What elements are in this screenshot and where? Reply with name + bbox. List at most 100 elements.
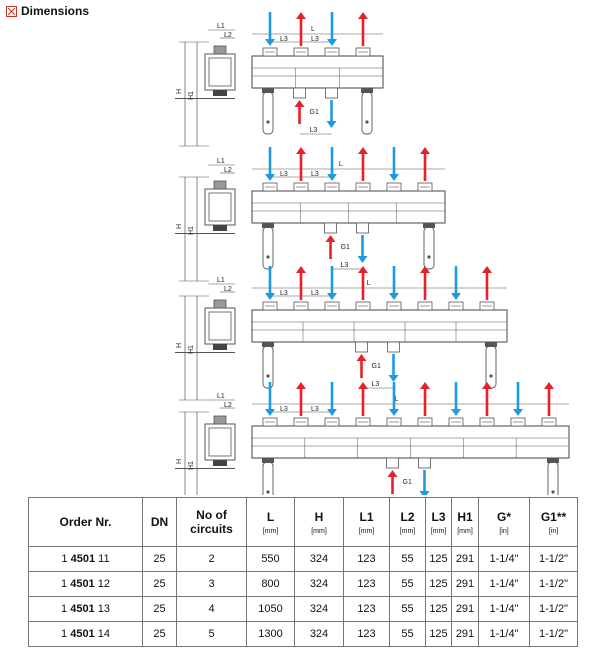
arrow-head (389, 174, 399, 181)
column-header: No of circuits (176, 497, 247, 547)
l2-label: L2 (224, 32, 232, 39)
table-cell: 291 (451, 546, 479, 572)
column-label: L2 (400, 509, 415, 524)
table-cell: 125 (425, 596, 452, 622)
column-header: G*[in] (478, 497, 530, 547)
l1-label: L1 (217, 158, 225, 165)
column-label: No of circuits (190, 508, 233, 536)
arrow-head (356, 354, 367, 361)
arrow-head (419, 491, 430, 495)
arrow-head (327, 409, 337, 416)
l3-bottom-label: L3 (310, 127, 318, 134)
bracket-hole (551, 490, 555, 494)
l-label: L (339, 161, 343, 168)
h-label: H (176, 343, 183, 348)
order-suffix: 12 (94, 578, 110, 590)
side-view-nipple (213, 180, 227, 190)
bottom-connection (387, 341, 400, 353)
order-suffix: 13 (94, 603, 110, 615)
bracket-clamp (262, 223, 274, 228)
column-header: L2[mm] (389, 497, 426, 547)
table-cell: 125 (425, 621, 452, 647)
side-view-body (204, 53, 236, 91)
column-label: G* (496, 509, 511, 524)
arrow-head (358, 382, 368, 389)
arrow-head (265, 39, 275, 46)
l3-label: L3 (311, 171, 319, 178)
column-label: G1** (540, 509, 567, 524)
g1-label: G1 (403, 479, 412, 486)
h-label: H (176, 89, 183, 94)
return-arrow-icon (327, 12, 337, 46)
arrow-head (358, 266, 368, 273)
side-view-bracket (213, 344, 227, 350)
l-label: L (395, 396, 399, 403)
order-number-cell: 1 4501 11 (28, 546, 143, 572)
bottom-connection (356, 222, 369, 234)
column-unit: [in] (548, 527, 559, 535)
side-view-bracket (213, 460, 227, 466)
column-label: L3 (431, 509, 446, 524)
supply-arrow-icon (544, 382, 554, 416)
supply-arrow-icon (358, 147, 368, 181)
table-cell: 4 (176, 596, 247, 622)
order-prefix: 1 (61, 553, 71, 565)
section-title: Dimensions (21, 4, 90, 18)
arrow-head (294, 100, 305, 107)
manifold-body (251, 309, 508, 343)
column-unit: [mm] (311, 527, 327, 535)
l3-label: L3 (311, 290, 319, 297)
return-arrow-icon (265, 12, 275, 46)
l2-label: L2 (224, 402, 232, 409)
table-cell: 2 (176, 546, 247, 572)
arrow-head (265, 293, 275, 300)
table-cell: 1-1/2" (529, 596, 578, 622)
bracket-clamp (262, 458, 274, 463)
order-series: 4501 (70, 628, 95, 640)
bracket-clamp (485, 342, 497, 347)
bracket-clamp (361, 88, 373, 93)
bracket-clamp (547, 458, 559, 463)
arrow-head (420, 147, 430, 154)
column-unit: [mm] (457, 527, 473, 535)
bottom-connection (324, 222, 337, 234)
wall-bracket (262, 91, 274, 135)
l2-label: L2 (224, 167, 232, 174)
supply-arrow-icon (358, 12, 368, 46)
return-arrow-icon (389, 382, 399, 416)
column-label: DN (150, 515, 169, 529)
table-cell: 1-1/4" (478, 621, 530, 647)
wall-bracket (547, 461, 559, 495)
table-cell: 123 (343, 596, 390, 622)
h-label: H (176, 224, 183, 229)
g1-label: G1 (310, 109, 319, 116)
supply-arrow-icon (296, 12, 306, 46)
order-prefix: 1 (61, 628, 71, 640)
return-arrow-icon (327, 382, 337, 416)
drawing-2-circuits (175, 29, 384, 147)
order-number-cell: 1 4501 14 (28, 621, 143, 647)
side-view-inner (208, 311, 232, 341)
wall-bracket (423, 226, 435, 270)
wall-line (175, 352, 235, 353)
arrow-head (482, 382, 492, 389)
order-suffix: 11 (95, 553, 110, 565)
column-header: L3[mm] (425, 497, 452, 547)
side-view-nipple (213, 415, 227, 425)
side-view-body (204, 423, 236, 461)
table-cell: 123 (343, 571, 390, 597)
g1-label: G1 (372, 363, 381, 370)
order-number-cell: 1 4501 12 (28, 571, 143, 597)
return-outlet-arrow-icon (419, 470, 430, 495)
arrow-head (451, 409, 461, 416)
return-outlet-arrow-icon (357, 235, 368, 263)
supply-arrow-icon (296, 382, 306, 416)
arrow-head (296, 266, 306, 273)
side-view-nipple (213, 45, 227, 55)
return-arrow-icon (451, 266, 461, 300)
bottom-connection (418, 457, 431, 469)
side-view-body (204, 188, 236, 226)
